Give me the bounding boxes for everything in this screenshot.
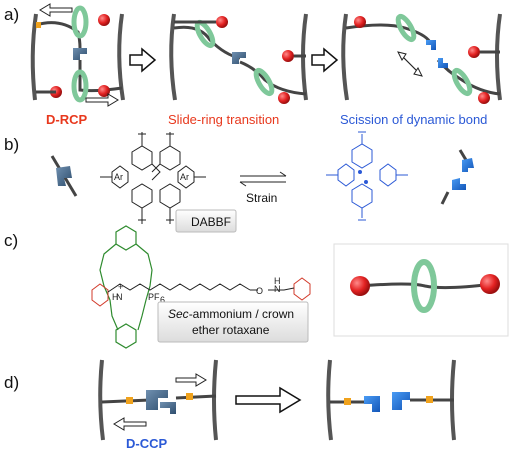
- panel-d-label: d): [4, 373, 19, 392]
- rotaxane-label-line2: ether rotaxane: [192, 323, 270, 337]
- dccp-scission-scene: [326, 359, 456, 441]
- pull-arrow-right: [85, 93, 119, 107]
- pf6-label: PF: [148, 292, 160, 302]
- intact-link-icon: [50, 155, 78, 197]
- dabbf-label: DABBF: [191, 215, 231, 229]
- ring-bottom: [71, 69, 89, 103]
- stopper-bead: [350, 276, 370, 296]
- dynamic-link: [232, 52, 246, 64]
- pull-arrow-left: [113, 417, 147, 431]
- process-arrow: [235, 386, 302, 414]
- ring-right: [253, 67, 275, 97]
- slide-ring-scene: [169, 13, 308, 104]
- stopper-bead: [282, 50, 294, 62]
- broken-link-half: [438, 58, 448, 68]
- carbamate-h: H: [274, 276, 281, 286]
- connector-node: [126, 397, 133, 404]
- radical-structure: [326, 131, 408, 221]
- dynamic-link: [160, 402, 176, 414]
- equilibrium-arrows: [239, 171, 287, 187]
- broken-link-half: [364, 396, 380, 412]
- strain-label: Strain: [246, 191, 277, 205]
- connector-node: [344, 398, 351, 405]
- rotaxane-label-rest: -ammonium / crown: [189, 307, 294, 321]
- ring: [411, 259, 437, 313]
- caption-slide-ring: Slide-ring transition: [168, 112, 279, 127]
- connector-node: [36, 22, 41, 28]
- stopper-bead: [478, 92, 490, 104]
- caption-scission: Scission of dynamic bond: [340, 112, 487, 127]
- broken-link-half: [392, 392, 410, 410]
- dccp-scene: [98, 359, 218, 441]
- dabbf-structure: [100, 132, 206, 224]
- connector-node: [186, 393, 193, 400]
- stopper-bead: [278, 92, 290, 104]
- aryl-label: Ar: [114, 172, 123, 182]
- dabbf-box: DABBF: [175, 209, 237, 233]
- pf6-subscript: 6: [160, 295, 165, 305]
- ring-top: [71, 5, 89, 39]
- pull-arrow-left: [39, 3, 73, 17]
- ammonium-n: N: [116, 292, 123, 302]
- rotaxane-box: Sec-ammonium / crown ether rotaxane: [157, 301, 309, 343]
- axle: [91, 277, 311, 307]
- broken-link-icon: [440, 149, 474, 205]
- plus-charge: +: [118, 282, 123, 292]
- process-arrow: [311, 47, 339, 73]
- dynamic-link: [146, 390, 168, 410]
- broken-link-half: [426, 40, 436, 50]
- ammonium-h: H: [112, 292, 119, 302]
- stopper-bead: [480, 274, 500, 294]
- stopper-bead: [98, 14, 110, 26]
- drcp-scene: [30, 3, 125, 107]
- stopper-bead: [354, 16, 366, 28]
- stopper-bead: [98, 85, 110, 97]
- rotaxane-label-italic: Sec: [168, 307, 189, 321]
- rotaxane-cartoon: [333, 243, 509, 337]
- stopper-bead: [216, 16, 228, 28]
- aryl-label: Ar: [180, 172, 189, 182]
- rotaxane-label-line1: Sec-ammonium / crown: [168, 307, 294, 321]
- panel-c-label: c): [4, 231, 18, 250]
- ring-left: [395, 13, 417, 43]
- ring-right: [451, 67, 473, 97]
- stopper-bead: [468, 46, 480, 58]
- pull-arrow-right: [175, 373, 207, 387]
- caption-dccp: D-CCP: [126, 436, 167, 451]
- process-arrow: [129, 47, 157, 73]
- scission-scene: [341, 13, 502, 104]
- panel-a-label: a): [4, 5, 19, 24]
- connector-node: [426, 396, 433, 403]
- carbamate-o: O: [256, 286, 263, 296]
- dynamic-link: [73, 48, 87, 60]
- caption-drcp: D-RCP: [46, 112, 87, 127]
- carbamate-n: N: [274, 284, 281, 294]
- crown-ether: [99, 225, 153, 349]
- panel-b-label: b): [4, 135, 19, 154]
